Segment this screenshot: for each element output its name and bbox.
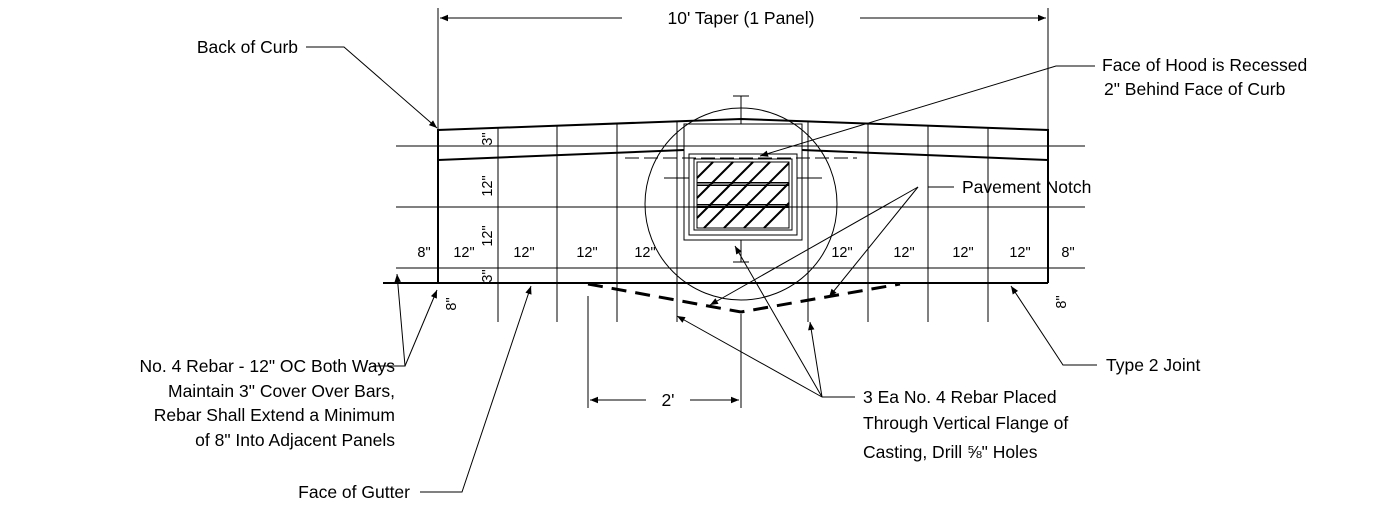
type2-joint-label: Type 2 Joint [1106,355,1200,375]
rebar-line1: No. 4 Rebar - 12" OC Both Ways [139,356,395,376]
dim-v12-2: 12" [480,225,496,246]
pavement-notch-line [587,282,901,314]
dim-h12-1: 12" [453,245,474,261]
face-of-hood-callout: Face of Hood is Recessed 2" Behind Face … [759,55,1307,157]
vertical-dimensions: 3" 12" 12" 3" 8" 8" [444,132,1070,310]
type2-joint-callout: Type 2 Joint [1010,285,1200,375]
rebar-line2: Maintain 3" Cover Over Bars, [168,381,395,401]
rebar-line4: of 8" Into Adjacent Panels [195,430,395,450]
dim-h12-7: 12" [952,245,973,261]
rebar-line3: Rebar Shall Extend a Minimum [154,405,395,425]
ea-rebar-line1: 3 Ea No. 4 Rebar Placed [863,387,1057,407]
back-of-curb-callout: Back of Curb [197,37,438,129]
face-of-gutter-callout: Face of Gutter [298,285,532,502]
dim-h8-right: 8" [1061,245,1074,261]
horizontal-dimensions: 8" 12" 12" 12" 12" 12" 12" 12" 12" 8" [417,245,1074,261]
dim-v8-left: 8" [444,297,460,310]
back-of-curb-label: Back of Curb [197,37,298,57]
face-of-gutter-label: Face of Gutter [298,482,410,502]
pavement-notch-label: Pavement Notch [962,177,1091,197]
ea-rebar-line3: Casting, Drill ⅝" Holes [863,442,1038,462]
dim-h12-5: 12" [831,245,852,261]
dim-v12-1: 12" [480,175,496,196]
inlet-casting [625,95,857,301]
ea-rebar-line2: Through Vertical Flange of [863,413,1068,433]
dim-v8-right: 8" [1054,295,1070,308]
dim-h12-2: 12" [513,245,534,261]
face-of-hood-line2: 2" Behind Face of Curb [1104,79,1285,99]
rebar-grid [396,121,1085,322]
dim-v3-bottom: 3" [480,269,496,282]
dim-v3-top: 3" [480,132,496,145]
notch-width-label: 2' [661,390,674,410]
dim-h12-6: 12" [893,245,914,261]
dim-h12-4: 12" [634,245,655,261]
notch-width-dimension: 2' [587,296,742,410]
taper-label: 10' Taper (1 Panel) [668,8,815,28]
dim-h12-3: 12" [576,245,597,261]
face-of-hood-line1: Face of Hood is Recessed [1102,55,1307,75]
pavement-notch-callout: Pavement Notch [709,177,1091,306]
hatched-grate [696,161,790,229]
dim-h12-8: 12" [1009,245,1030,261]
ea-rebar-callout: 3 Ea No. 4 Rebar Placed Through Vertical… [676,245,1068,462]
rebar-callout: No. 4 Rebar - 12" OC Both Ways Maintain … [139,273,438,450]
taper-dimension: 10' Taper (1 Panel) [437,8,1049,130]
dim-h8-left: 8" [417,245,430,261]
